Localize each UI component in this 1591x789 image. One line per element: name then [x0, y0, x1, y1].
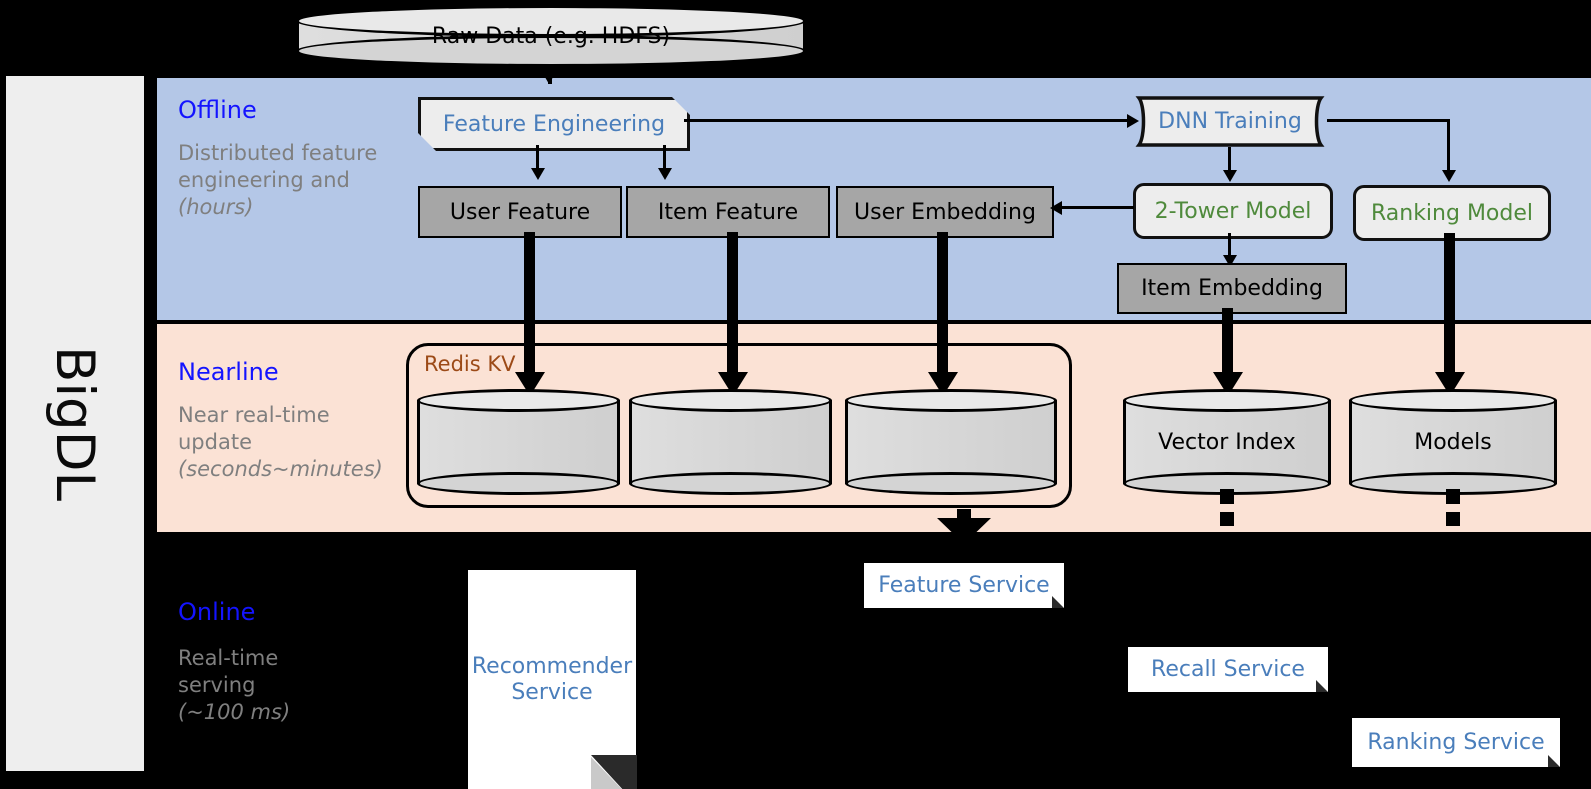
connector-fe-userfeature [536, 145, 539, 175]
raw-data-label: Raw Data (e.g. HDFS) [431, 23, 671, 49]
vector-index-top [1123, 389, 1331, 412]
arrowhead-fe-itemfeature [658, 168, 672, 180]
user-feature-label: User Feature [449, 199, 591, 225]
vector-index-label: Vector Index [1158, 429, 1296, 455]
lane-desc-offline-text: Distributed feature engineering and [178, 141, 378, 192]
arrowhead-redis-featureservice [937, 518, 991, 544]
user-feature-box[interactable]: User Feature [418, 186, 622, 238]
ranking-model-label: Ranking Model [1370, 200, 1534, 226]
user-embedding-label: User Embedding [854, 199, 1036, 225]
redis-cylinder-user-embedding [845, 389, 1057, 495]
connector-dnn-ranking-v [1447, 119, 1450, 177]
redis-cylinder-user-feature [417, 389, 620, 495]
redis-cyl1-body [417, 400, 620, 484]
pipe-itemembedding-vectorindex [1222, 308, 1233, 380]
vector-index-body [1123, 400, 1331, 484]
raw-data-store: Raw Data (e.g. HDFS) [296, 5, 806, 67]
recommender-service-label: Recommender Service [472, 654, 632, 706]
arrowhead-dnn-twotower [1223, 170, 1237, 182]
user-embedding-box[interactable]: User Embedding [836, 186, 1054, 238]
dash-models-ranking-2 [1446, 512, 1460, 526]
redis-cyl1-top [417, 389, 620, 412]
lane-desc-nearline: Near real-time update (seconds~minutes) [178, 402, 408, 483]
dnn-training-box[interactable]: DNN Training [1133, 96, 1327, 147]
dash-vectorindex-recall-2 [1220, 512, 1234, 526]
models-top [1349, 389, 1557, 412]
lane-desc-offline: Distributed feature engineering and (hou… [178, 140, 378, 221]
arrowhead-dnn-ranking [1442, 170, 1456, 182]
lane-desc-online-l1: Real-time [178, 646, 279, 670]
recommender-service-l2: Service [511, 679, 593, 705]
recommender-service-l1: Recommender [471, 653, 633, 679]
raw-data-bottom [296, 35, 806, 67]
arrowhead-twotower-userembedding [1050, 201, 1062, 215]
feature-service-label: Feature Service [878, 572, 1050, 598]
lane-desc-nearline-l2: update [178, 429, 252, 454]
redis-cyl3-top [845, 389, 1057, 412]
lane-title-online: Online [178, 598, 256, 626]
redis-cyl2-top [629, 389, 832, 412]
recall-service-card[interactable]: Recall Service [1128, 647, 1328, 692]
bigdl-label: BigDL [44, 345, 106, 502]
ranking-service-card[interactable]: Ranking Service [1352, 718, 1560, 767]
lane-desc-nearline-italic: (seconds~minutes) [178, 456, 383, 481]
connector-dnn-twotower [1228, 147, 1231, 177]
pipe-rankingmodel-models [1444, 233, 1455, 380]
arrowhead-rawdata-fe [542, 72, 556, 84]
models-label: Models [1414, 429, 1492, 455]
ranking-model-box[interactable]: Ranking Model [1353, 185, 1551, 241]
connector-twotower-userembedding [1062, 206, 1134, 209]
connector-fe-itemfeature [663, 145, 666, 175]
feature-engineering-box[interactable]: Feature Engineering [418, 97, 690, 151]
redis-cyl2-body [629, 400, 832, 484]
redis-kv-label: Redis KV [424, 352, 516, 376]
lane-desc-online-italic: (~100 ms) [178, 699, 291, 724]
ranking-service-label: Ranking Service [1367, 729, 1545, 755]
lane-title-nearline: Nearline [178, 358, 279, 386]
feature-service-card[interactable]: Feature Service [864, 563, 1064, 608]
redis-kv-container [406, 343, 1072, 508]
dash-models-ranking-1 [1446, 489, 1460, 504]
item-feature-box[interactable]: Item Feature [626, 186, 830, 238]
item-embedding-label: Item Embedding [1141, 276, 1323, 301]
lane-desc-offline-italic: (hours) [178, 194, 254, 219]
vector-index-store[interactable]: Vector Index [1123, 389, 1331, 495]
lane-title-offline: Offline [178, 96, 257, 124]
recall-service-label: Recall Service [1151, 656, 1305, 682]
dnn-training-shape [1135, 96, 1325, 147]
dash-vectorindex-recall-1 [1220, 489, 1234, 504]
models-store[interactable]: Models [1349, 389, 1557, 495]
arrowhead-fe-dnn [1127, 114, 1139, 128]
redis-cyl2-bottom [629, 472, 832, 495]
redis-cyl1-bottom [417, 472, 620, 495]
item-feature-label: Item Feature [657, 199, 799, 225]
feature-engineering-label: Feature Engineering [442, 111, 666, 137]
pipe-itemfeature-redis [727, 232, 738, 380]
connector-twotower-itememb [1228, 233, 1231, 262]
pipe-userembedding-redis [937, 232, 948, 380]
item-embedding-box[interactable]: Item Embedding [1117, 263, 1347, 314]
bigdl-sidebar: BigDL [6, 76, 144, 771]
redis-cylinder-item-feature [629, 389, 832, 495]
connector-dnn-ranking-h [1327, 119, 1450, 122]
two-tower-model-box[interactable]: 2-Tower Model [1133, 183, 1333, 239]
models-body [1349, 400, 1557, 484]
lane-desc-nearline-l1: Near real-time [178, 403, 330, 427]
lane-desc-online: Real-time serving (~100 ms) [178, 645, 378, 726]
recommender-service-card[interactable]: Recommender Service [468, 570, 636, 789]
two-tower-model-label: 2-Tower Model [1154, 198, 1312, 224]
raw-data-top [296, 5, 806, 37]
connector-fe-dnn [684, 119, 1133, 122]
arrowhead-fe-userfeature [531, 168, 545, 180]
redis-cyl3-bottom [845, 472, 1057, 495]
dnn-training-label: DNN Training [1158, 109, 1302, 134]
redis-cyl3-body [845, 400, 1057, 484]
pipe-userfeature-redis [524, 232, 535, 380]
lane-desc-online-l2: serving [178, 672, 256, 697]
